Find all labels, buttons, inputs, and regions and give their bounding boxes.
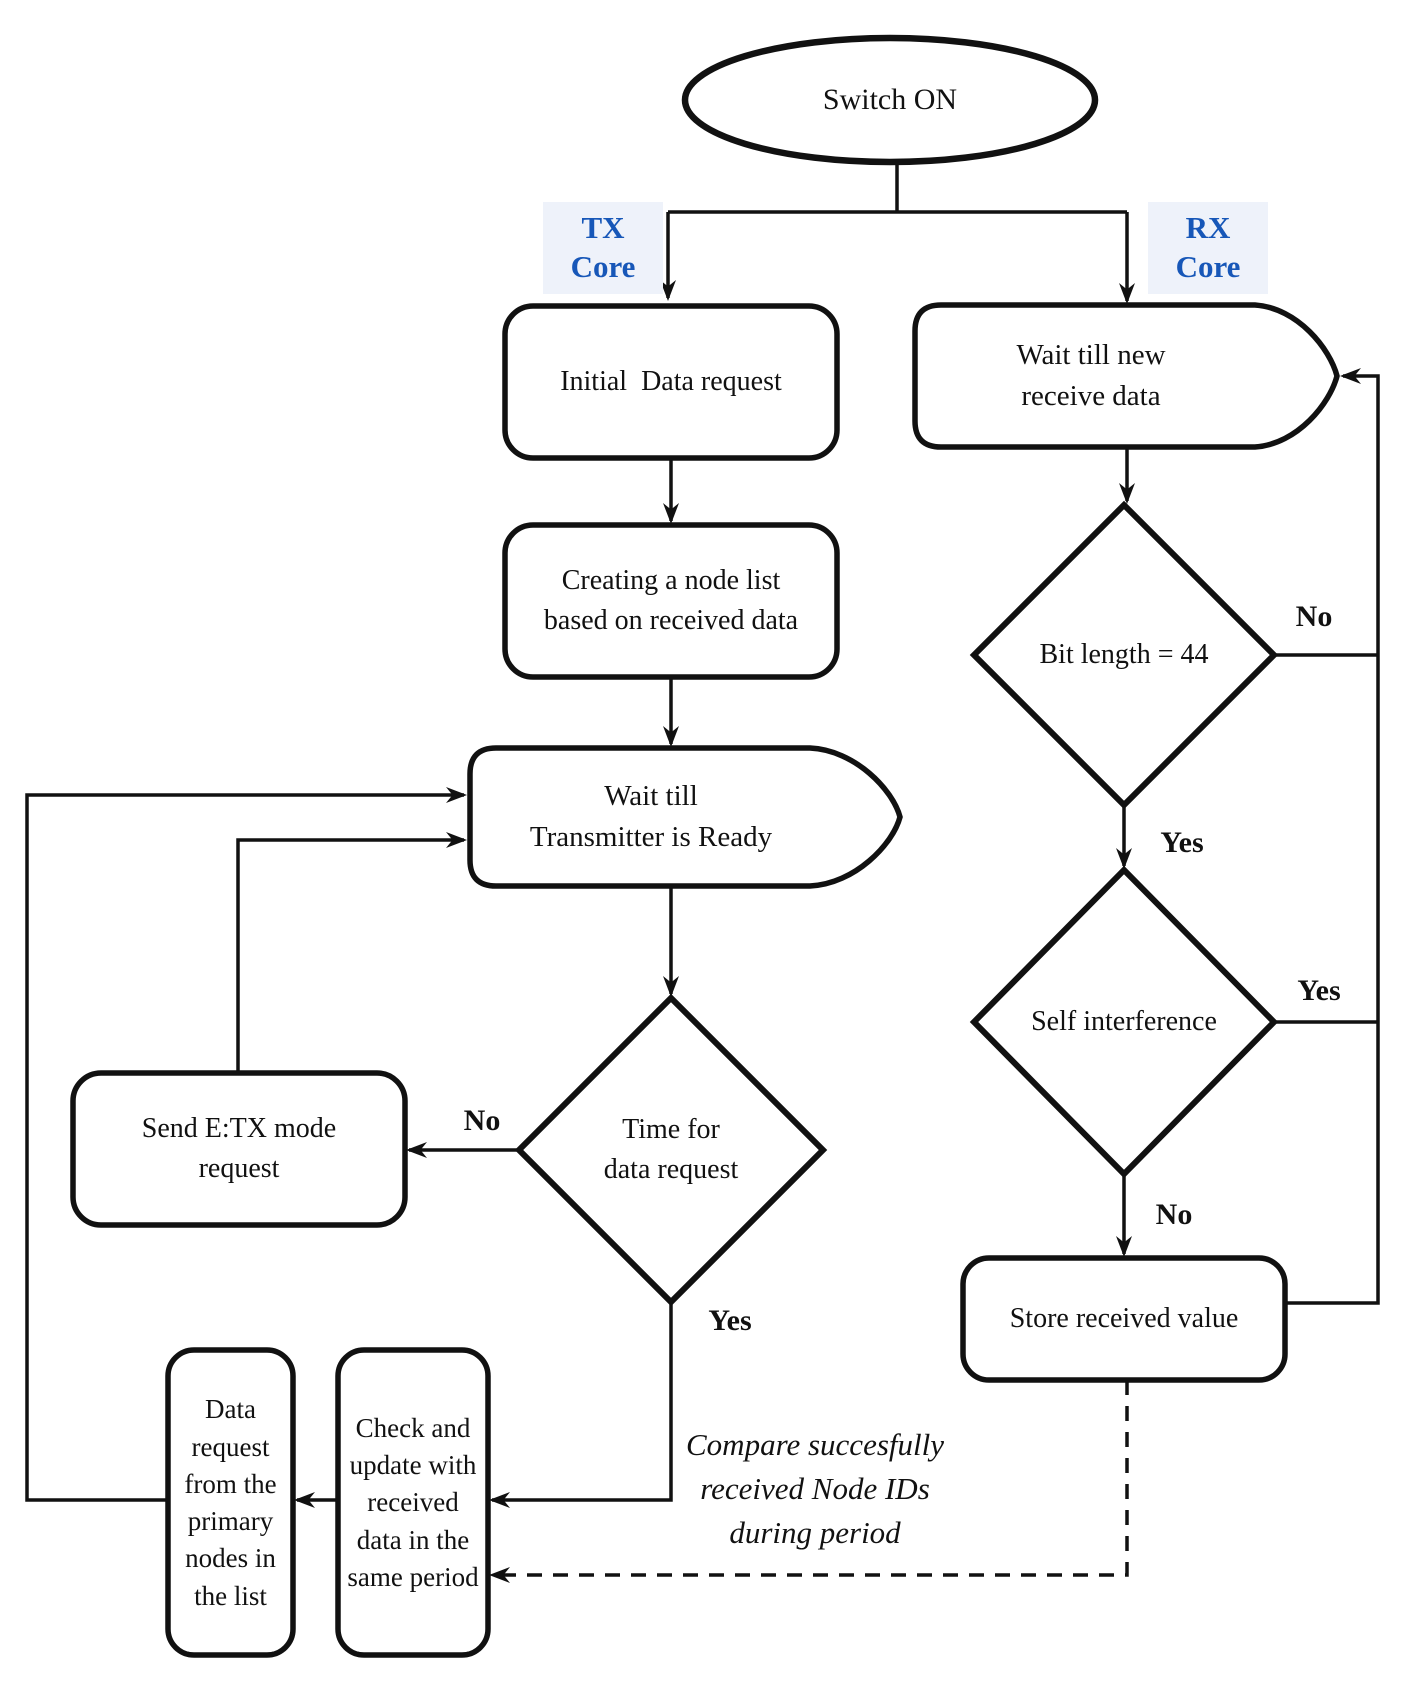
- wait-transmitter-shape: [467, 745, 903, 889]
- self-no-label: No: [1155, 1197, 1193, 1231]
- bit-no-label: No: [1295, 599, 1333, 633]
- self-interference-shape: [969, 865, 1279, 1179]
- initial-request-label: Initial Data request: [560, 366, 782, 398]
- edge-time-yes-to-check: [489, 1302, 673, 1508]
- create-node-list-label: Creating a node list based on received d…: [543, 565, 799, 636]
- time-for-request-shape: [514, 993, 828, 1307]
- switch-on-shape: [681, 34, 1099, 166]
- edge-store-dashed-to-check: [489, 1380, 1129, 1583]
- rx-core-lane-label: RX Core: [1148, 202, 1268, 294]
- data-request-primary-shape: [165, 1347, 296, 1658]
- time-no-label: No: [463, 1103, 501, 1137]
- edge-datarequest-loop-to-waittx: [25, 787, 467, 1502]
- bit-length-shape: [969, 500, 1279, 810]
- self-yes-label: Yes: [1297, 973, 1341, 1007]
- initial-request-shape: [502, 303, 840, 461]
- switch-on-label: Switch ON: [822, 82, 958, 116]
- wait-receive-label: Wait till new receive data: [1016, 338, 1166, 412]
- send-etx-label: Send E:TX mode request: [141, 1113, 337, 1184]
- bit-yes-label: Yes: [1160, 825, 1204, 859]
- wait-transmitter-label: Wait till Transmitter is Ready: [529, 779, 773, 853]
- bit-length-label: Bit length = 44: [1039, 639, 1209, 671]
- check-update-shape: [335, 1347, 491, 1658]
- compare-note: Compare succesfully received Node IDs du…: [686, 1426, 944, 1550]
- self-interference-label: Self interference: [1031, 1006, 1217, 1038]
- send-etx-shape: [70, 1070, 408, 1228]
- time-yes-label: Yes: [708, 1303, 752, 1337]
- time-for-request-label: Time for data request: [603, 1114, 739, 1185]
- edge-store-loop-to-waitreceive: [1285, 368, 1380, 1305]
- data-request-primary-label: Data request from the primary nodes in t…: [184, 1394, 277, 1611]
- store-value-shape: [960, 1255, 1288, 1383]
- store-value-label: Store received value: [1009, 1303, 1239, 1335]
- wait-receive-shape: [912, 302, 1340, 450]
- check-update-label: Check and update with received data in t…: [347, 1412, 479, 1592]
- edge-sendetx-loop-to-waittx: [236, 832, 467, 1073]
- tx-core-lane-label: TX Core: [543, 202, 663, 294]
- create-node-list-shape: [502, 522, 840, 680]
